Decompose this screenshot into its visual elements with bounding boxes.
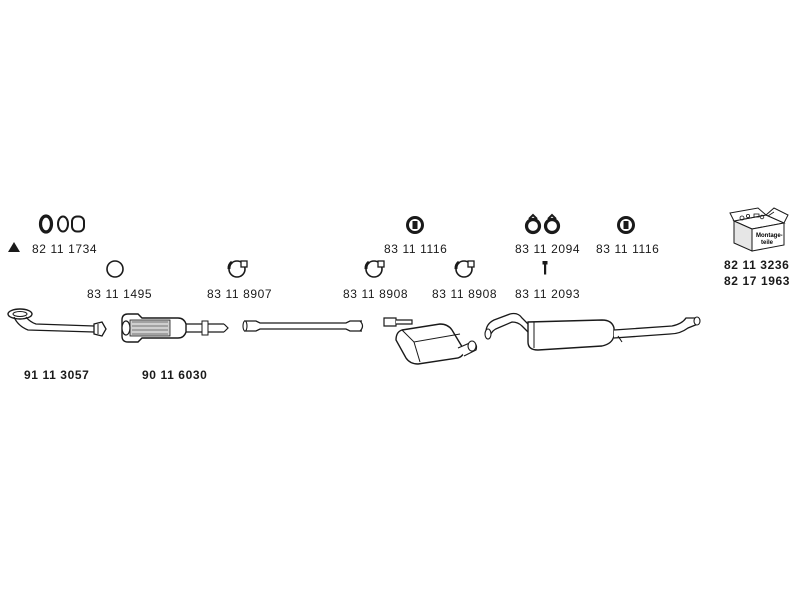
rubber-mount-icon-2 <box>616 215 636 235</box>
rear-silencer-icon <box>482 306 708 356</box>
triangle-marker-icon <box>8 242 20 253</box>
rubber-ring-set-icon <box>38 213 88 235</box>
part-number-rubber-mount-1: 83 11 1116 <box>384 242 448 256</box>
mounting-kit-label-1: Montage- <box>756 233 783 239</box>
rubber-mount-icon-1 <box>405 215 425 235</box>
front-pipe-icon <box>4 302 110 344</box>
part-number-front-pipe: 91 11 3057 <box>24 368 90 382</box>
catalytic-converter-icon <box>118 308 230 346</box>
mounting-kit-label-2: teile <box>761 240 774 246</box>
part-number-mounting-kit-1: 82 11 3236 <box>724 258 790 272</box>
part-number-ring-gasket: 83 11 1495 <box>87 287 153 301</box>
part-number-bolt: 83 11 2093 <box>515 287 581 301</box>
clamp-icon-2 <box>362 257 388 279</box>
part-number-clamp-1: 83 11 8907 <box>207 287 273 301</box>
bolt-icon <box>540 261 550 277</box>
part-number-catalytic-converter: 90 11 6030 <box>142 368 208 382</box>
part-number-hanger-pair: 83 11 2094 <box>515 242 581 256</box>
part-number-rubber-mount-2: 83 11 1116 <box>596 242 660 256</box>
part-number-clamp-3: 83 11 8908 <box>432 287 498 301</box>
center-silencer-icon <box>380 312 480 370</box>
part-number-clamp-2: 83 11 8908 <box>343 287 409 301</box>
part-number-rubber-ring-set: 82 11 1734 <box>32 242 98 256</box>
intermediate-pipe-icon <box>242 316 366 336</box>
hanger-pair-icon <box>523 213 563 235</box>
part-number-mounting-kit-2: 82 17 1963 <box>724 274 791 288</box>
ring-gasket-icon <box>104 258 126 280</box>
clamp-icon-3 <box>452 257 478 279</box>
clamp-icon-1 <box>225 257 251 279</box>
mounting-kit-box-icon: Montage- teile <box>728 207 790 253</box>
